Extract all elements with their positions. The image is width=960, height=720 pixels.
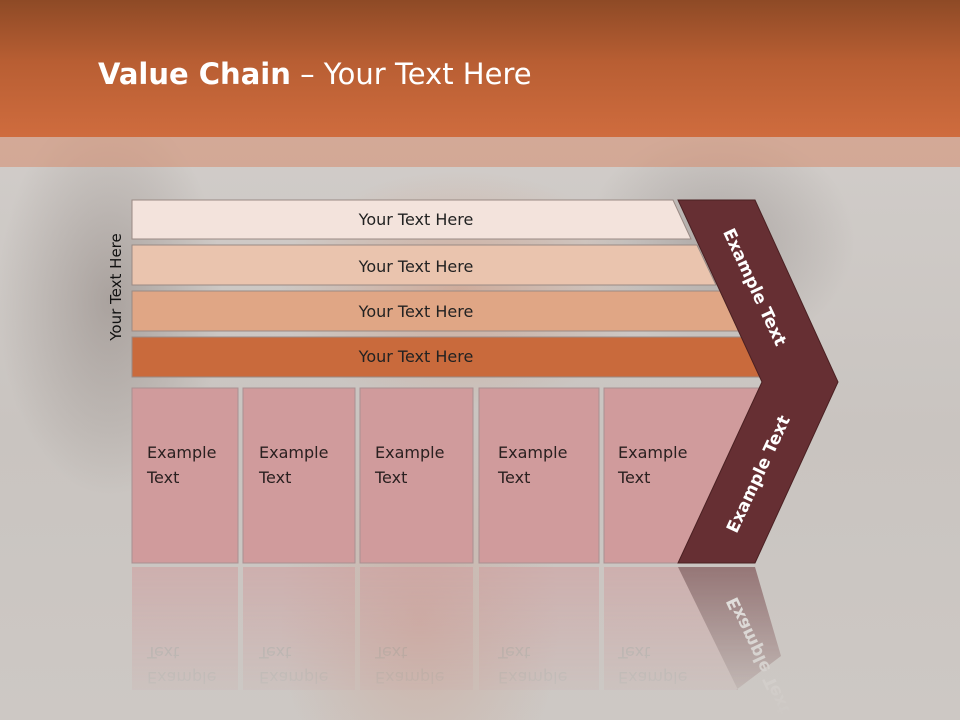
- slide-title: Value Chain – Your Text Here: [98, 52, 532, 96]
- diagram-reflection: ExampleText ExampleText ExampleText Exam…: [132, 567, 795, 717]
- cell-3-text-reflection: ExampleText: [374, 643, 444, 687]
- diagram-main: Your Text Here Your Text Here Your Text …: [131, 199, 839, 564]
- chevron-reflection: [678, 567, 781, 690]
- bar-2-label: Your Text Here: [358, 257, 474, 276]
- bar-1: [131, 199, 692, 240]
- title-bold: Value Chain: [98, 57, 291, 91]
- cell-4-text-reflection: ExampleText: [497, 643, 567, 687]
- cell-4: [478, 387, 600, 564]
- header-strip: [0, 137, 960, 167]
- title-rest: – Your Text Here: [290, 57, 532, 91]
- bar-4-label: Your Text Here: [358, 347, 474, 366]
- cell-2-text-reflection: ExampleText: [258, 643, 328, 687]
- cell-2-reflection: [243, 567, 355, 690]
- header-band: [0, 0, 960, 137]
- cell-2: [242, 387, 356, 564]
- cell-3-reflection: [360, 567, 473, 690]
- cell-1: [131, 387, 239, 564]
- bar-3-label: Your Text Here: [358, 302, 474, 321]
- bar-2: [131, 244, 717, 286]
- cell-4-reflection: [479, 567, 599, 690]
- chevron-arrow: [677, 199, 839, 564]
- cell-5-text-reflection: ExampleText: [617, 643, 687, 687]
- cell-3: [359, 387, 474, 564]
- cell-1-text-reflection: ExampleText: [146, 643, 216, 687]
- cell-1-reflection: [132, 567, 238, 690]
- cell-5-reflection: [604, 567, 738, 690]
- bar-1-label: Your Text Here: [358, 210, 474, 229]
